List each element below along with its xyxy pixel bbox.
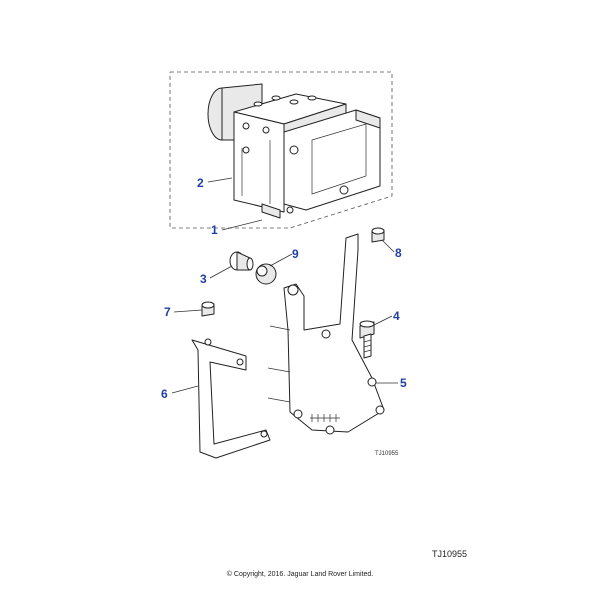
leader-7: [173, 309, 203, 313]
callout-4: 4: [393, 309, 400, 323]
drawing-reference: TJ10955: [432, 549, 468, 559]
leader-3: [209, 265, 233, 279]
assembly-boundary: [169, 71, 393, 229]
leader-1: [221, 219, 263, 231]
leader-2: [207, 177, 233, 183]
copyright-notice: © Copyright, 2016. Jaguar Land Rover Lim…: [226, 571, 374, 578]
callout-5: 5: [400, 376, 407, 390]
callout-2: 2: [197, 176, 204, 190]
callout-9: 9: [292, 247, 299, 261]
insulator: [255, 263, 277, 285]
abs-modulator-unit: [207, 83, 381, 219]
nut-right: [371, 227, 385, 243]
callout-6: 6: [161, 387, 168, 401]
leader-9: [269, 253, 293, 267]
drawing-reference-small: TJ10955: [375, 451, 399, 457]
callout-1: 1: [211, 223, 218, 237]
leader-8: [381, 239, 395, 253]
leader-4: [371, 315, 393, 327]
support-bracket: [191, 338, 271, 459]
bolt: [359, 320, 375, 359]
main-mounting-bracket: [267, 233, 385, 435]
leader-6: [171, 385, 199, 394]
callout-7: 7: [164, 305, 171, 319]
callout-3: 3: [200, 272, 207, 286]
callout-8: 8: [395, 246, 402, 260]
nut-left: [201, 301, 215, 317]
grommet-bush: [229, 251, 254, 271]
